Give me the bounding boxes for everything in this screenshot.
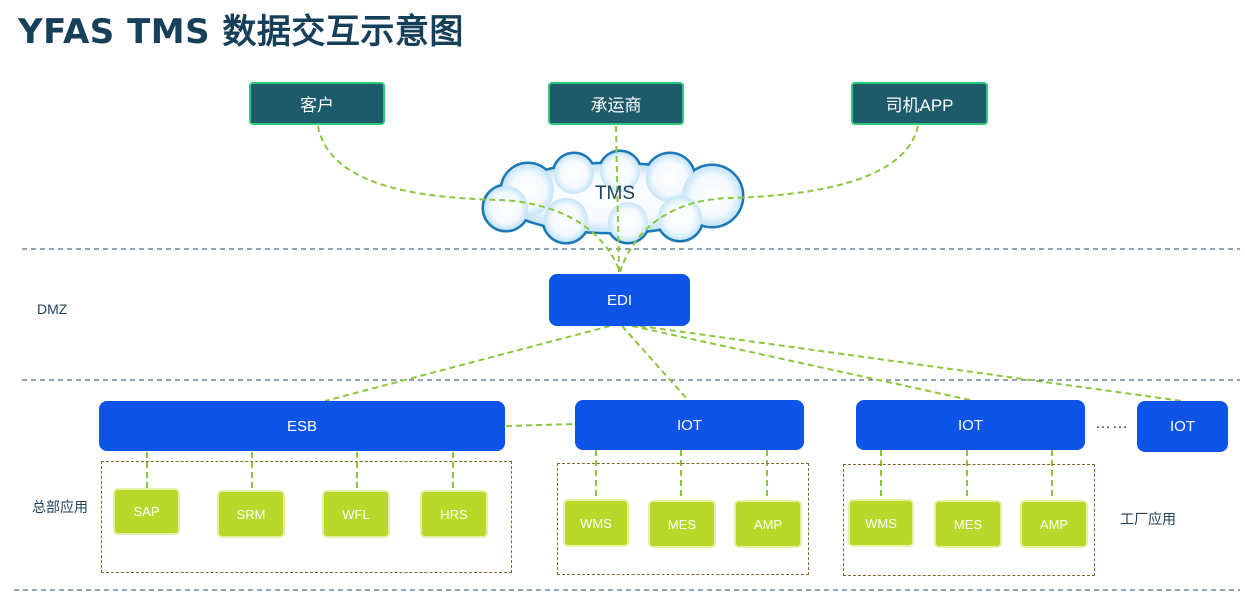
group-hq-apps [101,461,512,573]
cloud-label-tms: TMS [594,183,636,204]
tms-cloud [481,149,745,245]
zone-dividers [14,248,1240,591]
connector-customer-edi [317,125,621,273]
external-carrier: 承运商 [548,82,684,125]
zone-label-factory: 工厂应用 [1120,511,1176,527]
system-iot-3: IOT [1137,401,1228,452]
connector-esb-iot1 [505,423,576,427]
app-mes-2: MES [934,500,1002,548]
system-esb: ESB [99,401,505,451]
app-wms-2: WMS [848,499,914,547]
app-wfl: WFL [322,490,390,538]
app-sap: SAP [113,488,180,535]
connector-edi-iot2 [631,325,971,401]
group-factory-1-apps [557,463,809,575]
zone-label-hq: 总部应用 [32,499,88,515]
system-iot-1: IOT [575,400,804,450]
connector-edi-iot1 [621,325,689,401]
page-title: YFAS TMS 数据交互示意图 [18,12,464,52]
app-amp-1: AMP [734,500,802,548]
app-srm: SRM [217,490,285,538]
zone-label-dmz: DMZ [37,301,68,317]
app-wms-1: WMS [563,499,629,547]
external-customer: 客户 [249,82,385,125]
app-amp-2: AMP [1020,500,1088,548]
connector-driverapp-edi [619,125,919,273]
connector-edi-esb [324,325,611,402]
system-edi: EDI [549,274,690,326]
app-mes-1: MES [648,500,716,548]
system-iot-2: IOT [856,400,1085,450]
ellipsis-more-iot: …… [1095,415,1129,432]
connectors [146,125,1183,500]
connector-carrier-edi [615,125,620,273]
group-factory-2-apps [843,464,1095,576]
app-hrs: HRS [420,490,488,538]
external-driver-app: 司机APP [851,82,988,125]
connector-edi-iot3 [639,325,1183,402]
